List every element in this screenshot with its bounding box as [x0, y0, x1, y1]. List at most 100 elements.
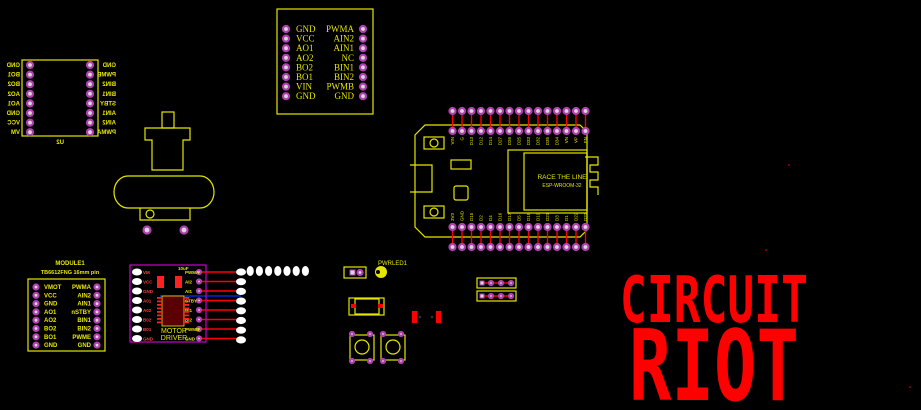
- pushbutton-1[interactable]: [348, 330, 375, 365]
- header-pad[interactable]: [236, 326, 246, 334]
- esp32-header-pin[interactable]: [533, 242, 543, 252]
- esp32-header-pin[interactable]: [571, 106, 581, 116]
- smd-pads[interactable]: [412, 311, 441, 323]
- motor-pad-2[interactable]: [179, 225, 189, 235]
- driver-pad[interactable]: [132, 306, 142, 314]
- driver-pin[interactable]: [195, 316, 203, 323]
- esp32-header-pin[interactable]: [457, 242, 467, 252]
- breakout-pin[interactable]: [358, 82, 368, 91]
- breakout-pin[interactable]: [358, 24, 368, 34]
- esp32-pin[interactable]: [552, 222, 562, 232]
- module1-pin[interactable]: [32, 300, 40, 308]
- esp32-pin[interactable]: [476, 222, 486, 232]
- u2-pin[interactable]: [85, 89, 95, 98]
- esp32-pin[interactable]: [543, 126, 552, 136]
- u2-pin[interactable]: [25, 99, 35, 108]
- esp32-pin[interactable]: [495, 222, 505, 232]
- header-pad[interactable]: [301, 266, 309, 276]
- u2-pin[interactable]: [85, 99, 95, 108]
- u2-pin[interactable]: [25, 80, 35, 89]
- driver-pin[interactable]: [195, 306, 203, 314]
- module1-pin[interactable]: [93, 324, 101, 333]
- module1-pin[interactable]: [32, 283, 40, 291]
- esp32-header-pin[interactable]: [514, 242, 524, 252]
- esp32-pin[interactable]: [533, 222, 543, 232]
- breakout-pin[interactable]: [281, 92, 291, 101]
- u2-pin[interactable]: [85, 80, 95, 89]
- breakout-pin[interactable]: [358, 34, 368, 43]
- breakout-pin[interactable]: [281, 82, 291, 91]
- header-pad[interactable]: [274, 266, 282, 276]
- esp32-header-pin[interactable]: [552, 106, 562, 116]
- module1-pin[interactable]: [32, 324, 40, 333]
- module1-pin[interactable]: [93, 300, 101, 308]
- u2-pin[interactable]: [25, 89, 35, 98]
- esp32-pin[interactable]: [562, 126, 571, 136]
- u2-pin[interactable]: [85, 128, 95, 137]
- esp32-pin[interactable]: [457, 126, 467, 136]
- header-4pin-2[interactable]: [476, 290, 517, 302]
- pwrled-footprint[interactable]: PWRLED1: [375, 261, 408, 278]
- esp32-pin[interactable]: [581, 126, 590, 136]
- esp32-pin[interactable]: [486, 222, 495, 232]
- u2-pin[interactable]: [25, 128, 35, 137]
- u2-pin[interactable]: [85, 70, 95, 79]
- header-pad[interactable]: [236, 268, 246, 276]
- breakout-pin[interactable]: [358, 53, 368, 62]
- esp32-header-pin[interactable]: [505, 106, 514, 116]
- esp32-header-pin[interactable]: [562, 242, 571, 252]
- esp32-pin[interactable]: [571, 126, 581, 136]
- driver-pin[interactable]: [195, 297, 203, 304]
- u2-pin[interactable]: [25, 60, 35, 70]
- esp32-pin[interactable]: [457, 222, 467, 232]
- breakout-pin[interactable]: [358, 72, 368, 82]
- driver-pad[interactable]: [132, 316, 142, 323]
- u2-pin[interactable]: [25, 118, 35, 127]
- esp32-pin[interactable]: [448, 222, 457, 232]
- esp32-pin[interactable]: [486, 126, 495, 136]
- driver-pad[interactable]: [132, 278, 142, 285]
- esp32-pin[interactable]: [552, 126, 562, 136]
- header-pad[interactable]: [236, 307, 246, 315]
- esp32-header-pin[interactable]: [552, 242, 562, 252]
- header-pad[interactable]: [236, 278, 246, 286]
- u2-pin[interactable]: [85, 108, 95, 118]
- esp32-header-pin[interactable]: [571, 242, 581, 252]
- driver-pin[interactable]: [195, 287, 203, 295]
- esp32-header-pin[interactable]: [495, 106, 505, 116]
- breakout-pin[interactable]: [358, 44, 368, 53]
- esp32-pin[interactable]: [571, 222, 581, 232]
- breakout-pin[interactable]: [281, 24, 291, 34]
- u2-pin[interactable]: [85, 60, 95, 70]
- header-pad[interactable]: [236, 316, 246, 325]
- driver-pad[interactable]: [132, 287, 142, 295]
- module1-footprint[interactable]: MODULE1 TB6612FNG 16mm pin VMOTVCCGNDAO1…: [27, 261, 106, 352]
- breakout-pin[interactable]: [358, 63, 368, 72]
- u2-pin[interactable]: [25, 70, 35, 79]
- esp32-header-pin[interactable]: [476, 106, 486, 116]
- module1-pin[interactable]: [32, 308, 40, 316]
- esp32-pin[interactable]: [514, 222, 524, 232]
- pushbutton-2[interactable]: [379, 330, 406, 365]
- header-pad[interactable]: [292, 266, 300, 276]
- u2-pin[interactable]: [25, 108, 35, 118]
- esp32-pin[interactable]: [505, 126, 514, 136]
- esp32-header-pin[interactable]: [543, 242, 552, 252]
- esp32-header-pin[interactable]: [581, 242, 590, 252]
- esp32-header-pin[interactable]: [562, 106, 571, 116]
- esp32-header-pin[interactable]: [524, 242, 533, 252]
- header-pad[interactable]: [236, 336, 246, 344]
- esp32-header-pin[interactable]: [533, 106, 543, 116]
- module1-pin[interactable]: [32, 341, 40, 349]
- motor-driver-footprint[interactable]: 10uF VMVCCGNDA01A02B02B01GNDPWMAAI2AI1ST…: [129, 264, 309, 344]
- driver-pad[interactable]: [132, 325, 142, 333]
- esp32-pin[interactable]: [505, 222, 514, 232]
- driver-pin[interactable]: [195, 278, 203, 285]
- breakout-pin[interactable]: [281, 72, 291, 82]
- esp32-header-pin[interactable]: [467, 242, 476, 252]
- esp32-pin[interactable]: [467, 222, 476, 232]
- header-pad[interactable]: [236, 297, 246, 305]
- breakout-pin[interactable]: [281, 53, 291, 62]
